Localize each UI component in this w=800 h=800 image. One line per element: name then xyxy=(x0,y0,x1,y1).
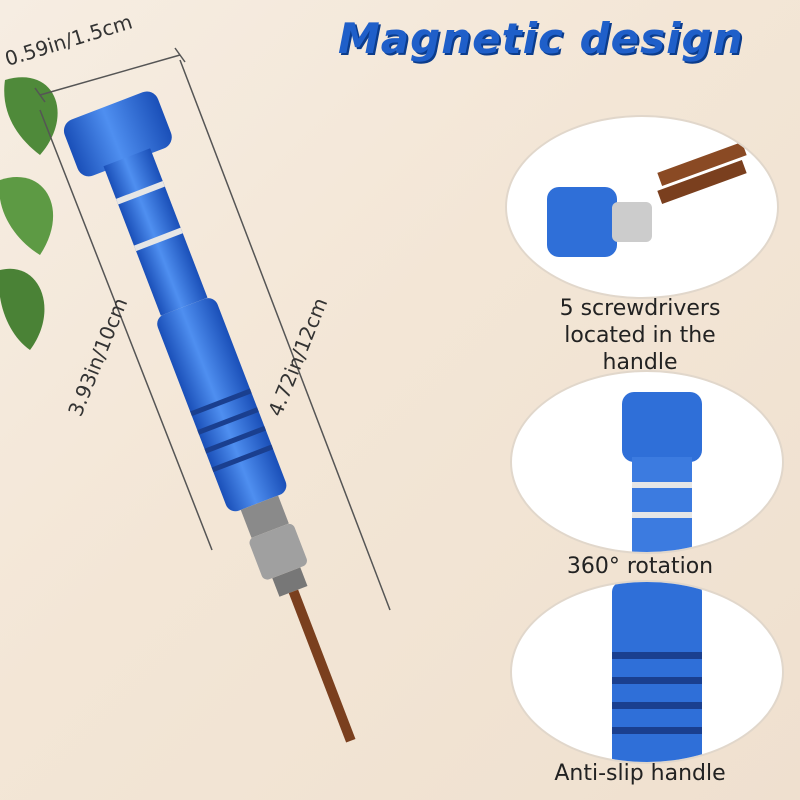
screwdriver-image xyxy=(63,91,356,743)
feature-image-anti-slip xyxy=(510,580,784,764)
anti-slip-image xyxy=(612,582,702,762)
leaves-decoration xyxy=(0,77,58,350)
feature-image-bits-in-handle xyxy=(505,115,779,299)
rotation-image xyxy=(622,392,702,552)
dimension-lines xyxy=(34,47,391,611)
feature-caption-anti-slip: Anti-slip handle xyxy=(554,761,726,786)
bits-in-handle-image xyxy=(547,142,747,257)
caption-line: 5 screwdrivers xyxy=(559,296,721,321)
feature-image-rotation xyxy=(510,370,784,554)
feature-caption-bits-in-handle: 5 screwdrivers located in the handle xyxy=(520,295,760,376)
title: Magnetic design xyxy=(338,14,744,63)
feature-caption-rotation: 360° rotation xyxy=(566,554,714,579)
caption-line: located in the xyxy=(564,323,716,348)
